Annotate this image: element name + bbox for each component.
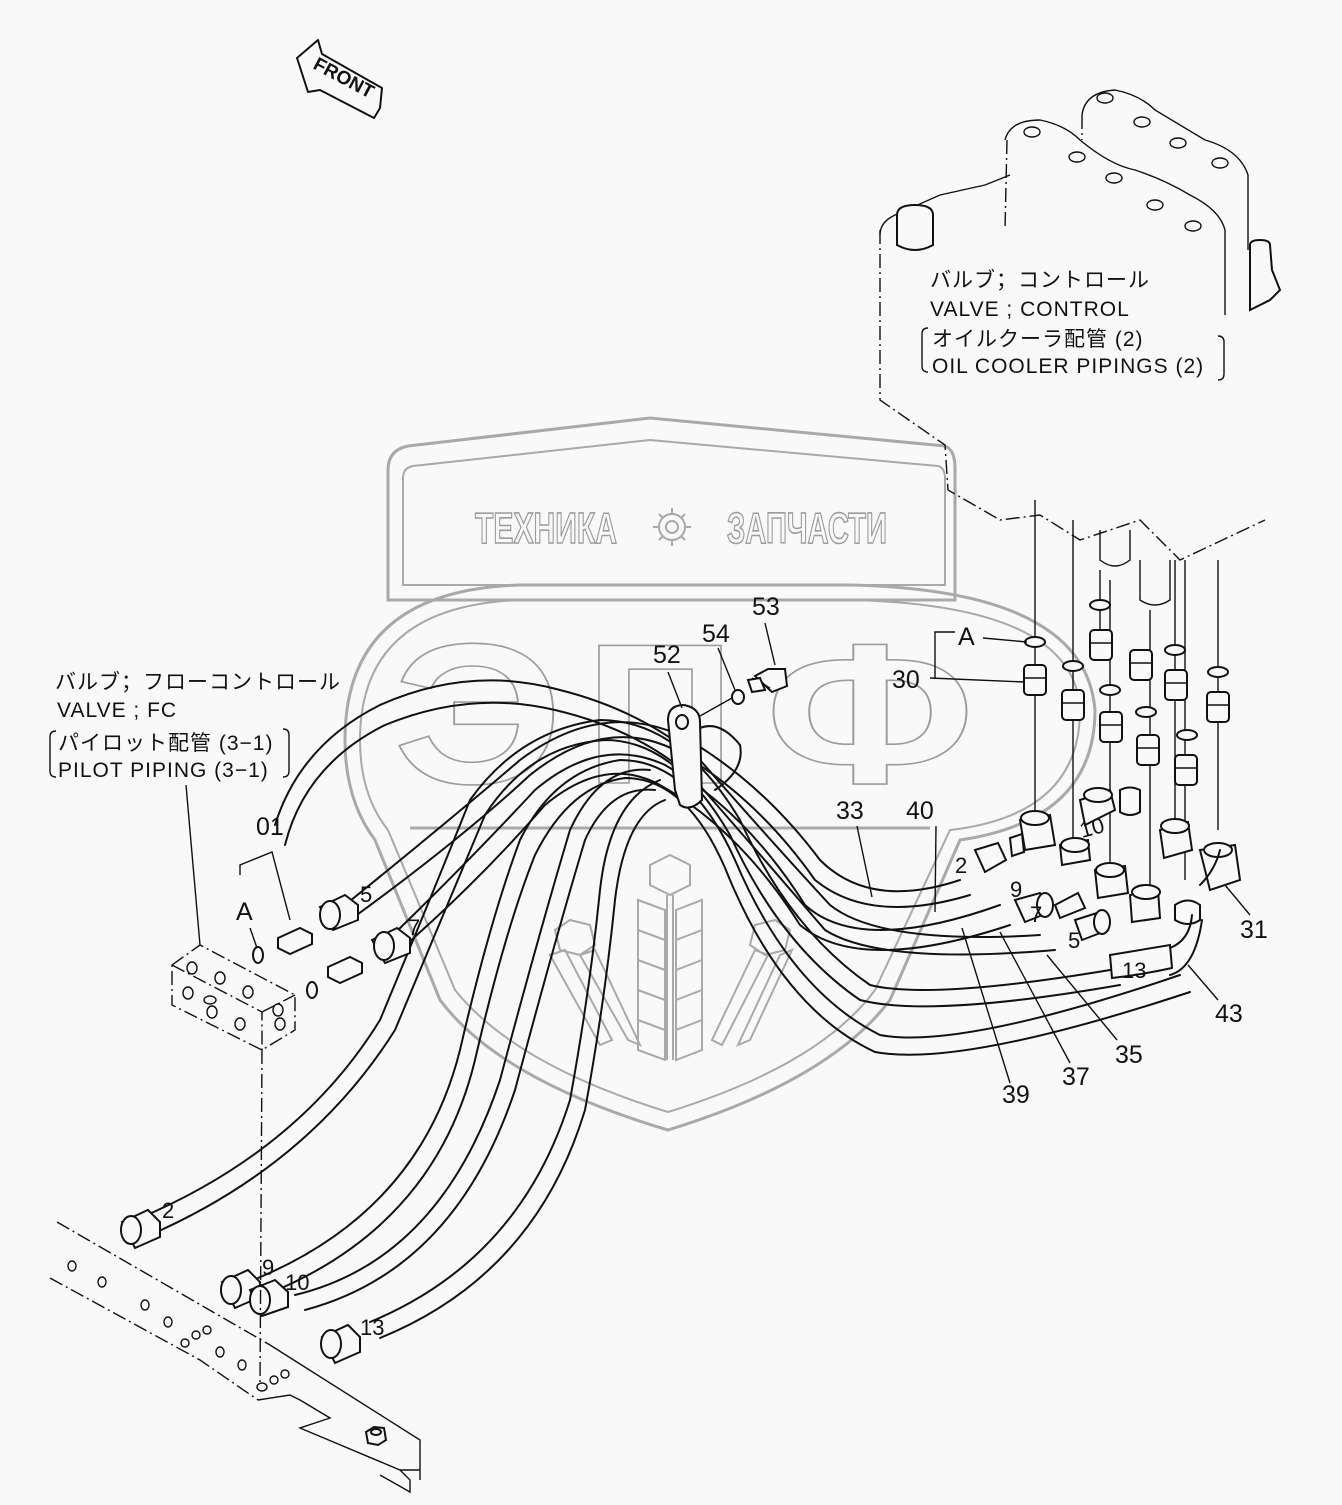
callout-43: 43	[1215, 1000, 1243, 1028]
callout-a-right: A	[958, 623, 975, 651]
callout-54: 54	[702, 620, 730, 648]
callout-33: 33	[836, 797, 864, 825]
control-valve-label-en: VALVE ; CONTROL	[930, 298, 1130, 321]
watermark-shield-inner	[358, 599, 1082, 1114]
watermark-top-plate-inner	[402, 438, 946, 586]
elbow-fittings	[1008, 786, 1242, 925]
hose-tag-right-5: 5	[1068, 928, 1080, 953]
pilot-piping-label-jp: パイロット配管 (3−1)	[58, 732, 273, 755]
watermark-letter-p: П	[585, 603, 735, 826]
hose-tag-left-2: 2	[162, 1198, 174, 1223]
control-valve-note: バルブ；コントロール VALVE ; CONTROL オイルクーラ配管 (2) …	[921, 269, 1225, 381]
gear-icon	[653, 508, 691, 546]
front-arrow-icon: FRONT	[296, 39, 383, 119]
adapter-fittings	[1023, 629, 1230, 786]
hose-tag-left-7: 7	[408, 915, 420, 940]
callouts: 01 A 52 54 53 A 30 33 40 39 37 35 43 31	[236, 593, 1268, 1109]
right-fittings: 10	[1008, 500, 1242, 925]
callout-39: 39	[1002, 1081, 1030, 1109]
control-valve-label-jp: バルブ；コントロール	[930, 269, 1150, 292]
callout-30: 30	[892, 666, 920, 694]
bolt-53	[731, 668, 789, 705]
hose-tag-left-13: 13	[360, 1315, 384, 1340]
callout-52: 52	[653, 641, 681, 669]
pilot-piping-label-en: PILOT PIPING (3−1)	[58, 759, 269, 782]
fc-adapters	[252, 926, 363, 999]
hose-tag-left-9: 9	[262, 1255, 274, 1280]
fc-valve-label-jp: バルブ；フローコントロール	[55, 671, 341, 694]
callout-40: 40	[906, 797, 934, 825]
watermark-shield	[343, 583, 1097, 1132]
hose-tag-right-2: 2	[955, 853, 967, 878]
watermark-letter-e: Э	[393, 603, 563, 826]
oil-cooler-pipings-label-en: OIL COOLER PIPINGS (2)	[932, 355, 1204, 378]
watermark-wheat-right	[710, 918, 794, 1047]
watermark-word-zapchasti: ЗАПЧАСТИ	[727, 504, 887, 553]
watermark-letter-f: Ф	[765, 603, 975, 826]
watermark-wheat-center	[637, 853, 703, 1062]
oil-cooler-pipings-label-jp: オイルクーラ配管 (2)	[932, 328, 1144, 351]
callout-31: 31	[1240, 916, 1268, 944]
hose-tag-left-10: 10	[285, 1270, 309, 1295]
hose-clamp	[666, 703, 742, 809]
fc-valve-block	[171, 784, 296, 1386]
watermark-word-tekhnika: ТЕХНИКА	[475, 504, 617, 553]
callout-37: 37	[1062, 1063, 1090, 1091]
mounting-bracket	[49, 1221, 421, 1494]
hose-tag-left-5: 5	[360, 882, 372, 907]
front-label: FRONT	[310, 54, 378, 103]
watermark: ТЕХНИКА ЗАПЧАСТИ Э П Ф	[343, 416, 1097, 1132]
hose-tags: 5 7 2 9 10 13 2 9 7 5 13	[162, 853, 1146, 1340]
callout-a-left: A	[236, 898, 253, 926]
right-hose-ends	[973, 841, 1221, 980]
hose-tag-right-13: 13	[1122, 958, 1146, 983]
left-hose-ends	[120, 893, 411, 1365]
hose-tag-right-9: 9	[1010, 877, 1022, 902]
callout-35: 35	[1115, 1041, 1143, 1069]
callout-01: 01	[256, 813, 284, 841]
hose-tag-right-7: 7	[1030, 902, 1042, 927]
bracket-nut-icon	[364, 1425, 388, 1447]
fc-valve-note: バルブ；フローコントロール VALVE ; FC パイロット配管 (3−1) P…	[49, 671, 341, 782]
fc-valve-label-en: VALVE ; FC	[57, 699, 177, 722]
control-valve-body	[879, 89, 1282, 606]
callout-53: 53	[752, 593, 780, 621]
